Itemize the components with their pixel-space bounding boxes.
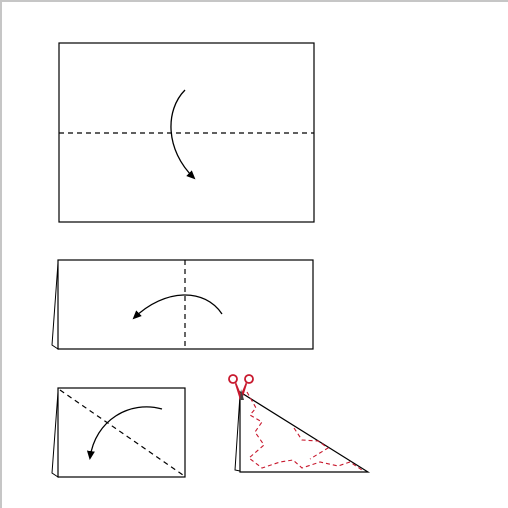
- step-4-cut-line: [246, 391, 363, 471]
- step-4-paper: [234, 390, 371, 473]
- step-2-paper: [51, 259, 314, 350]
- step-3-paper: [51, 387, 186, 478]
- step-1-fold-arrow: [170, 89, 196, 180]
- step-3-fold-arrow: [86, 406, 163, 460]
- scissors-icon: [228, 374, 254, 400]
- step-3-fold-line: [59, 389, 184, 476]
- step-2-fold-arrow: [132, 294, 223, 320]
